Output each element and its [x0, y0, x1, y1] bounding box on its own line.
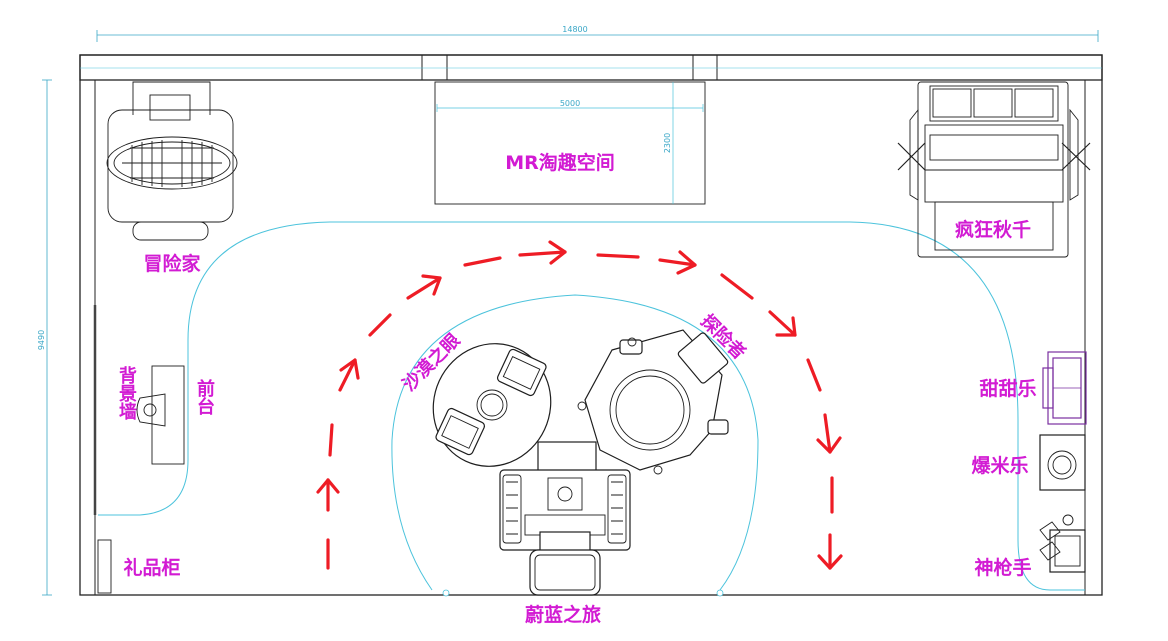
flow-arrow: [817, 533, 843, 570]
flow-arrow: [658, 250, 697, 275]
mr-space-area: 5000 2300 MR淘趣空间: [434, 81, 706, 205]
visitor-flow-path: [316, 240, 843, 570]
flow-arrow: [518, 240, 567, 265]
sharpshooter-label: 神枪手: [974, 556, 1031, 579]
zone-outlines: [98, 221, 1085, 597]
flow-arrow: [768, 310, 797, 337]
flow-arrow: [596, 253, 640, 259]
blue-journey-machine: 蔚蓝之旅: [499, 441, 631, 626]
desert-eye-machine: 沙漠之眼: [398, 329, 552, 467]
popcorn-fun-label: 爆米乐: [971, 454, 1028, 477]
adventurer-machine: 冒险家: [106, 81, 238, 275]
flow-arrow: [368, 313, 392, 337]
flow-arrow: [806, 358, 822, 392]
sweet-fun-label: 甜甜乐: [979, 377, 1036, 400]
flow-arrow: [338, 358, 360, 392]
blue-journey-label: 蔚蓝之旅: [525, 603, 601, 626]
mr-space-label: MR淘趣空间: [505, 151, 615, 174]
crazy-swing-machine: 疯狂秋千: [897, 81, 1091, 258]
flow-arrow: [316, 478, 340, 512]
height-dimension-text: 9490: [37, 330, 46, 350]
width-dimension-text: 14800: [562, 25, 587, 34]
reception-area: 背景墙 前台: [83, 305, 215, 515]
dimension-lines: 14800 9490: [37, 25, 1099, 596]
explorer-machine: 探险者: [577, 310, 750, 475]
crazy-swing-label: 疯狂秋千: [955, 218, 1031, 241]
mr-width-text: 5000: [560, 99, 580, 108]
sharpshooter-machine: 神枪手: [974, 514, 1086, 579]
back-wall-label: 背景墙: [83, 365, 137, 421]
popcorn-fun-machine: 爆米乐: [971, 434, 1086, 491]
flow-arrow: [463, 256, 502, 267]
mr-height-text: 2300: [663, 133, 672, 153]
gift-cabinet-label: 礼品柜: [123, 556, 180, 579]
adventurer-label: 冒险家: [143, 252, 201, 275]
flow-arrow: [328, 423, 334, 457]
flow-arrow: [406, 274, 442, 300]
sweet-fun-machine: 甜甜乐: [979, 351, 1087, 425]
flow-arrow: [720, 273, 754, 300]
gift-cabinet: 礼品柜: [97, 539, 181, 594]
flow-arrow: [816, 413, 842, 454]
